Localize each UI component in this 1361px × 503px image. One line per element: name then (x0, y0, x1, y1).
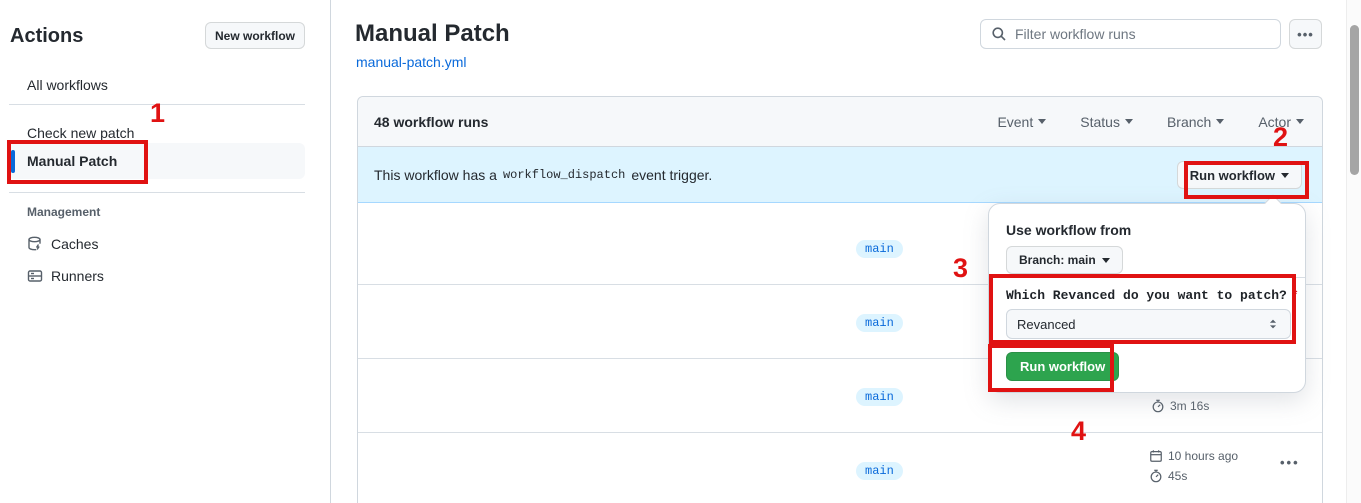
new-workflow-button[interactable]: New workflow (205, 22, 305, 49)
chevron-down-icon (1124, 119, 1133, 124)
revanced-select[interactable]: Revanced (1006, 309, 1291, 339)
event-filter-dropdown[interactable]: Event (997, 114, 1047, 130)
selected-item-accent-bar (11, 150, 15, 173)
sidebar-divider (9, 192, 305, 193)
scrollbar-thumb[interactable] (1350, 25, 1359, 175)
chevron-down-icon (1216, 119, 1225, 124)
stopwatch-icon (1149, 469, 1163, 483)
chevron-down-icon (1296, 119, 1304, 124)
sidebar-item-caches[interactable]: Caches (27, 236, 98, 252)
chevron-down-icon (1281, 172, 1289, 178)
filter-workflow-runs-box[interactable] (980, 19, 1281, 49)
run-date: 10 hours ago (1149, 449, 1238, 463)
workflow-run-row[interactable]: main (358, 285, 1322, 359)
run-duration: 45s (1149, 469, 1187, 483)
revanced-select-value: Revanced (1017, 316, 1076, 332)
branch-badge[interactable]: main (856, 388, 903, 406)
filter-workflow-runs-input[interactable] (1015, 26, 1270, 42)
workflow-file-link[interactable]: manual-patch.yml (356, 54, 467, 70)
calendar-icon (1149, 449, 1163, 463)
actor-filter-dropdown[interactable]: Actor (1258, 114, 1304, 130)
run-workflow-dropdown-button[interactable]: Run workflow (1176, 161, 1302, 189)
required-asterisk: * (1290, 288, 1299, 303)
sidebar-item-caches-label: Caches (51, 236, 99, 252)
banner-text-post: event trigger. (631, 166, 713, 183)
runners-icon (27, 268, 43, 284)
workflow-runs-count: 48 workflow runs (374, 113, 489, 130)
run-workflow-popup: Use workflow from Branch: main Which Rev… (988, 194, 1306, 393)
banner-text-pre: This workflow has a (374, 166, 497, 183)
row-kebab-menu[interactable]: ••• (1280, 455, 1300, 470)
branch-select-button[interactable]: Branch: main (1006, 246, 1123, 274)
sidebar-item-runners-label: Runners (51, 268, 104, 284)
branch-badge[interactable]: main (856, 314, 903, 332)
status-filter-dropdown[interactable]: Status (1080, 114, 1133, 130)
popup-title: Use workflow from (1006, 222, 1132, 238)
sidebar-item-manual-patch[interactable] (8, 143, 305, 179)
up-down-arrows-icon (1266, 317, 1280, 331)
run-duration: 3m 16s (1151, 399, 1209, 413)
runs-list-header: 48 workflow runs Event Status Branch Act… (358, 97, 1322, 147)
vertical-scrollbar[interactable] (1346, 0, 1361, 503)
input-question-label: Which Revanced do you want to patch?* (1006, 288, 1299, 303)
sidebar-item-check-new-patch[interactable]: Check new patch (27, 125, 135, 141)
workflow-run-row[interactable]: main 3m 16s (358, 359, 1322, 433)
page-title: Manual Patch (355, 20, 510, 47)
chevron-down-icon (1101, 257, 1110, 263)
sidebar-title: Actions (10, 25, 84, 47)
workflow-run-row[interactable]: main (358, 203, 1322, 285)
workflow-more-options-button[interactable]: ••• (1289, 19, 1322, 49)
sidebar-item-all-workflows[interactable]: All workflows (27, 77, 108, 93)
stopwatch-icon (1151, 399, 1165, 413)
branch-badge[interactable]: main (856, 240, 903, 258)
workflow-run-row[interactable]: main 10 hours ago 45s ••• (358, 433, 1322, 503)
search-icon (991, 26, 1007, 42)
actions-sidebar: Actions New workflow All workflows Check… (0, 0, 331, 503)
run-workflow-submit-button[interactable]: Run workflow (1006, 352, 1120, 381)
runs-filters: Event Status Branch Actor (997, 114, 1304, 130)
banner-code: workflow_dispatch (502, 167, 626, 182)
popup-divider (989, 277, 1305, 278)
chevron-down-icon (1038, 119, 1047, 124)
sidebar-item-manual-patch-label[interactable]: Manual Patch (27, 153, 118, 169)
branch-filter-dropdown[interactable]: Branch (1167, 114, 1225, 130)
branch-badge[interactable]: main (856, 462, 903, 480)
management-section-label: Management (27, 205, 101, 219)
workflow-dispatch-banner: This workflow has a workflow_dispatch ev… (358, 147, 1322, 203)
caches-icon (27, 236, 43, 252)
sidebar-item-runners[interactable]: Runners (27, 268, 104, 284)
sidebar-divider (9, 104, 305, 105)
